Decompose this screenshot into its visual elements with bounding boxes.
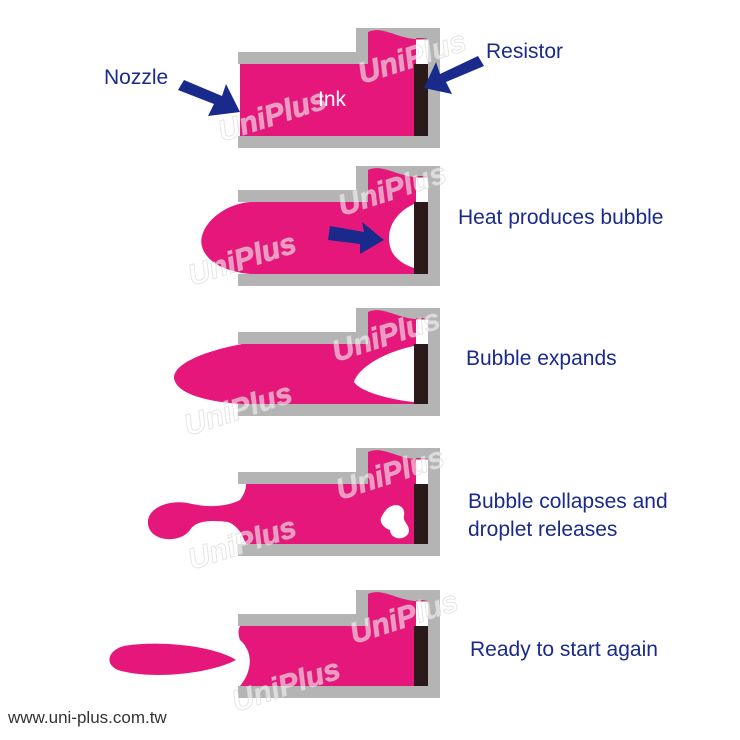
step-caption-collapses-line1: Bubble collapses and [468,490,668,513]
stage-heat-bubble [201,166,440,286]
ink-fill [201,168,428,274]
resistor-arrow [424,56,484,94]
stage-initial [178,28,484,148]
resistor [414,202,428,274]
chamber-wall [238,28,440,148]
bubble [388,204,414,268]
step-caption-ready: Ready to start again [470,638,658,661]
stage-bubble-expands [174,308,440,416]
droplet [109,643,236,675]
ink-fill [238,592,428,686]
step-caption-heat: Heat produces bubble [458,206,664,229]
step-caption-expands: Bubble expands [466,347,617,370]
resistor [414,344,428,404]
chamber-wall [238,308,440,416]
resistor [414,626,428,686]
ink-label: Ink [318,88,347,111]
resistor [414,64,428,136]
collapsed-bubble [380,505,409,539]
stage-ready-again [109,590,440,698]
step-caption-collapses-line2: droplet releases [468,518,618,541]
chamber-wall [238,590,440,698]
resistor-label: Resistor [486,40,564,63]
chamber-wall [238,166,440,286]
nozzle-label: Nozzle [104,66,169,89]
nozzle-arrow [178,80,240,116]
stage-bubble-collapses [147,448,440,556]
resistor [414,484,428,544]
ink-fill [240,30,428,137]
heat-arrow [328,222,384,254]
footer-url: www.uni-plus.com.tw [8,708,167,727]
chamber-wall [238,448,440,556]
ink-fill [147,450,428,544]
bubble [354,346,414,402]
